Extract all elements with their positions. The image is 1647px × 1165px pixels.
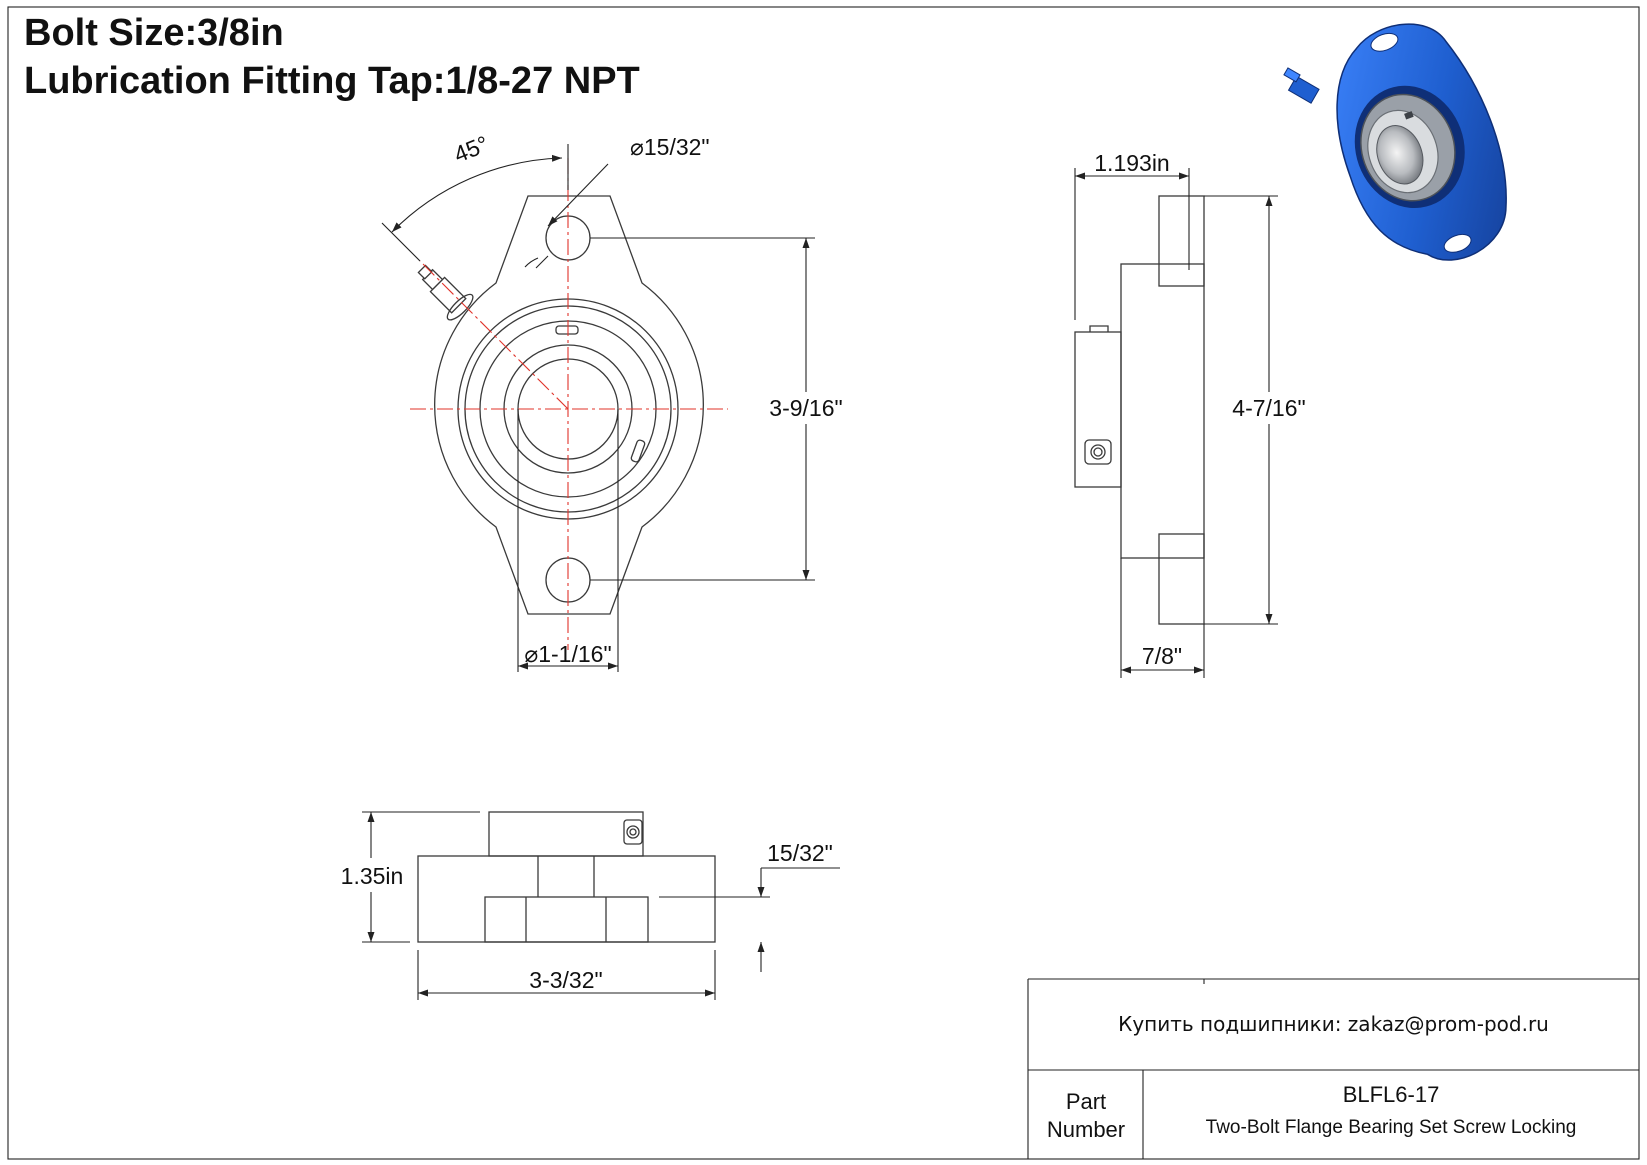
fitting-centerline <box>419 260 569 410</box>
part-number-heading: Part Number <box>1030 1088 1142 1144</box>
bottom-set-screw <box>623 819 643 845</box>
set-screw-side <box>630 439 646 463</box>
grease-fitting <box>417 264 474 321</box>
sheet-border <box>7 6 1640 1160</box>
lubrication-fitting-title: Lubrication Fitting Tap:1/8-27 NPT <box>24 60 640 102</box>
bottom-view: 1.35in 15/32" 3-3/32" <box>341 811 840 1000</box>
angle-label: 45° <box>450 130 492 167</box>
part-label-line1: Part <box>1065 1089 1107 1114</box>
bottom-height-label: 1.35in <box>341 863 404 889</box>
side-view: 1.193in 4-7/16" 7/8" <box>1074 150 1306 678</box>
inner-ring-extension <box>1074 331 1122 488</box>
bolt-size-title: Bolt Size:3/8in <box>24 12 284 54</box>
flange-width-label: 7/8" <box>1142 643 1182 669</box>
angle-arc <box>391 154 563 233</box>
part-label-line2: Number <box>1046 1117 1126 1142</box>
top-flange-ear <box>1158 195 1205 287</box>
collar-profile <box>488 811 644 857</box>
base-profile <box>417 855 716 943</box>
bottom-width-label: 3-3/32" <box>529 967 602 993</box>
housing-body <box>1120 263 1205 559</box>
front-view: 45° ⌀15/32" 3-9/16" ⌀1-1/16" <box>381 130 843 672</box>
part-description: Two-Bolt Flange Bearing Set Screw Lockin… <box>1205 1117 1577 1138</box>
bolt-spacing-label: 3-9/16" <box>769 395 842 421</box>
bottom-thickness-label: 15/32" <box>767 840 833 866</box>
bore-dia-label: ⌀1-1/16" <box>524 641 611 667</box>
contact-line: Купить подшипники: zakaz@prom-pod.ru <box>1118 1012 1549 1036</box>
part-number-value: BLFL6-17 <box>1342 1082 1440 1107</box>
bolt-hole-dia-label: ⌀15/32" <box>630 134 710 160</box>
side-height-label: 4-7/16" <box>1232 395 1305 421</box>
foot-profile <box>484 896 649 943</box>
side-width-label: 1.193in <box>1094 150 1169 176</box>
bearing-3d-render <box>1283 23 1507 261</box>
bottom-flange-ear <box>1158 533 1205 625</box>
title-block-lines <box>1027 978 1639 1159</box>
set-screw <box>1084 439 1112 465</box>
bolt-hole-leader <box>547 163 609 227</box>
set-screw-top <box>555 325 579 335</box>
flange-outline <box>434 195 704 615</box>
